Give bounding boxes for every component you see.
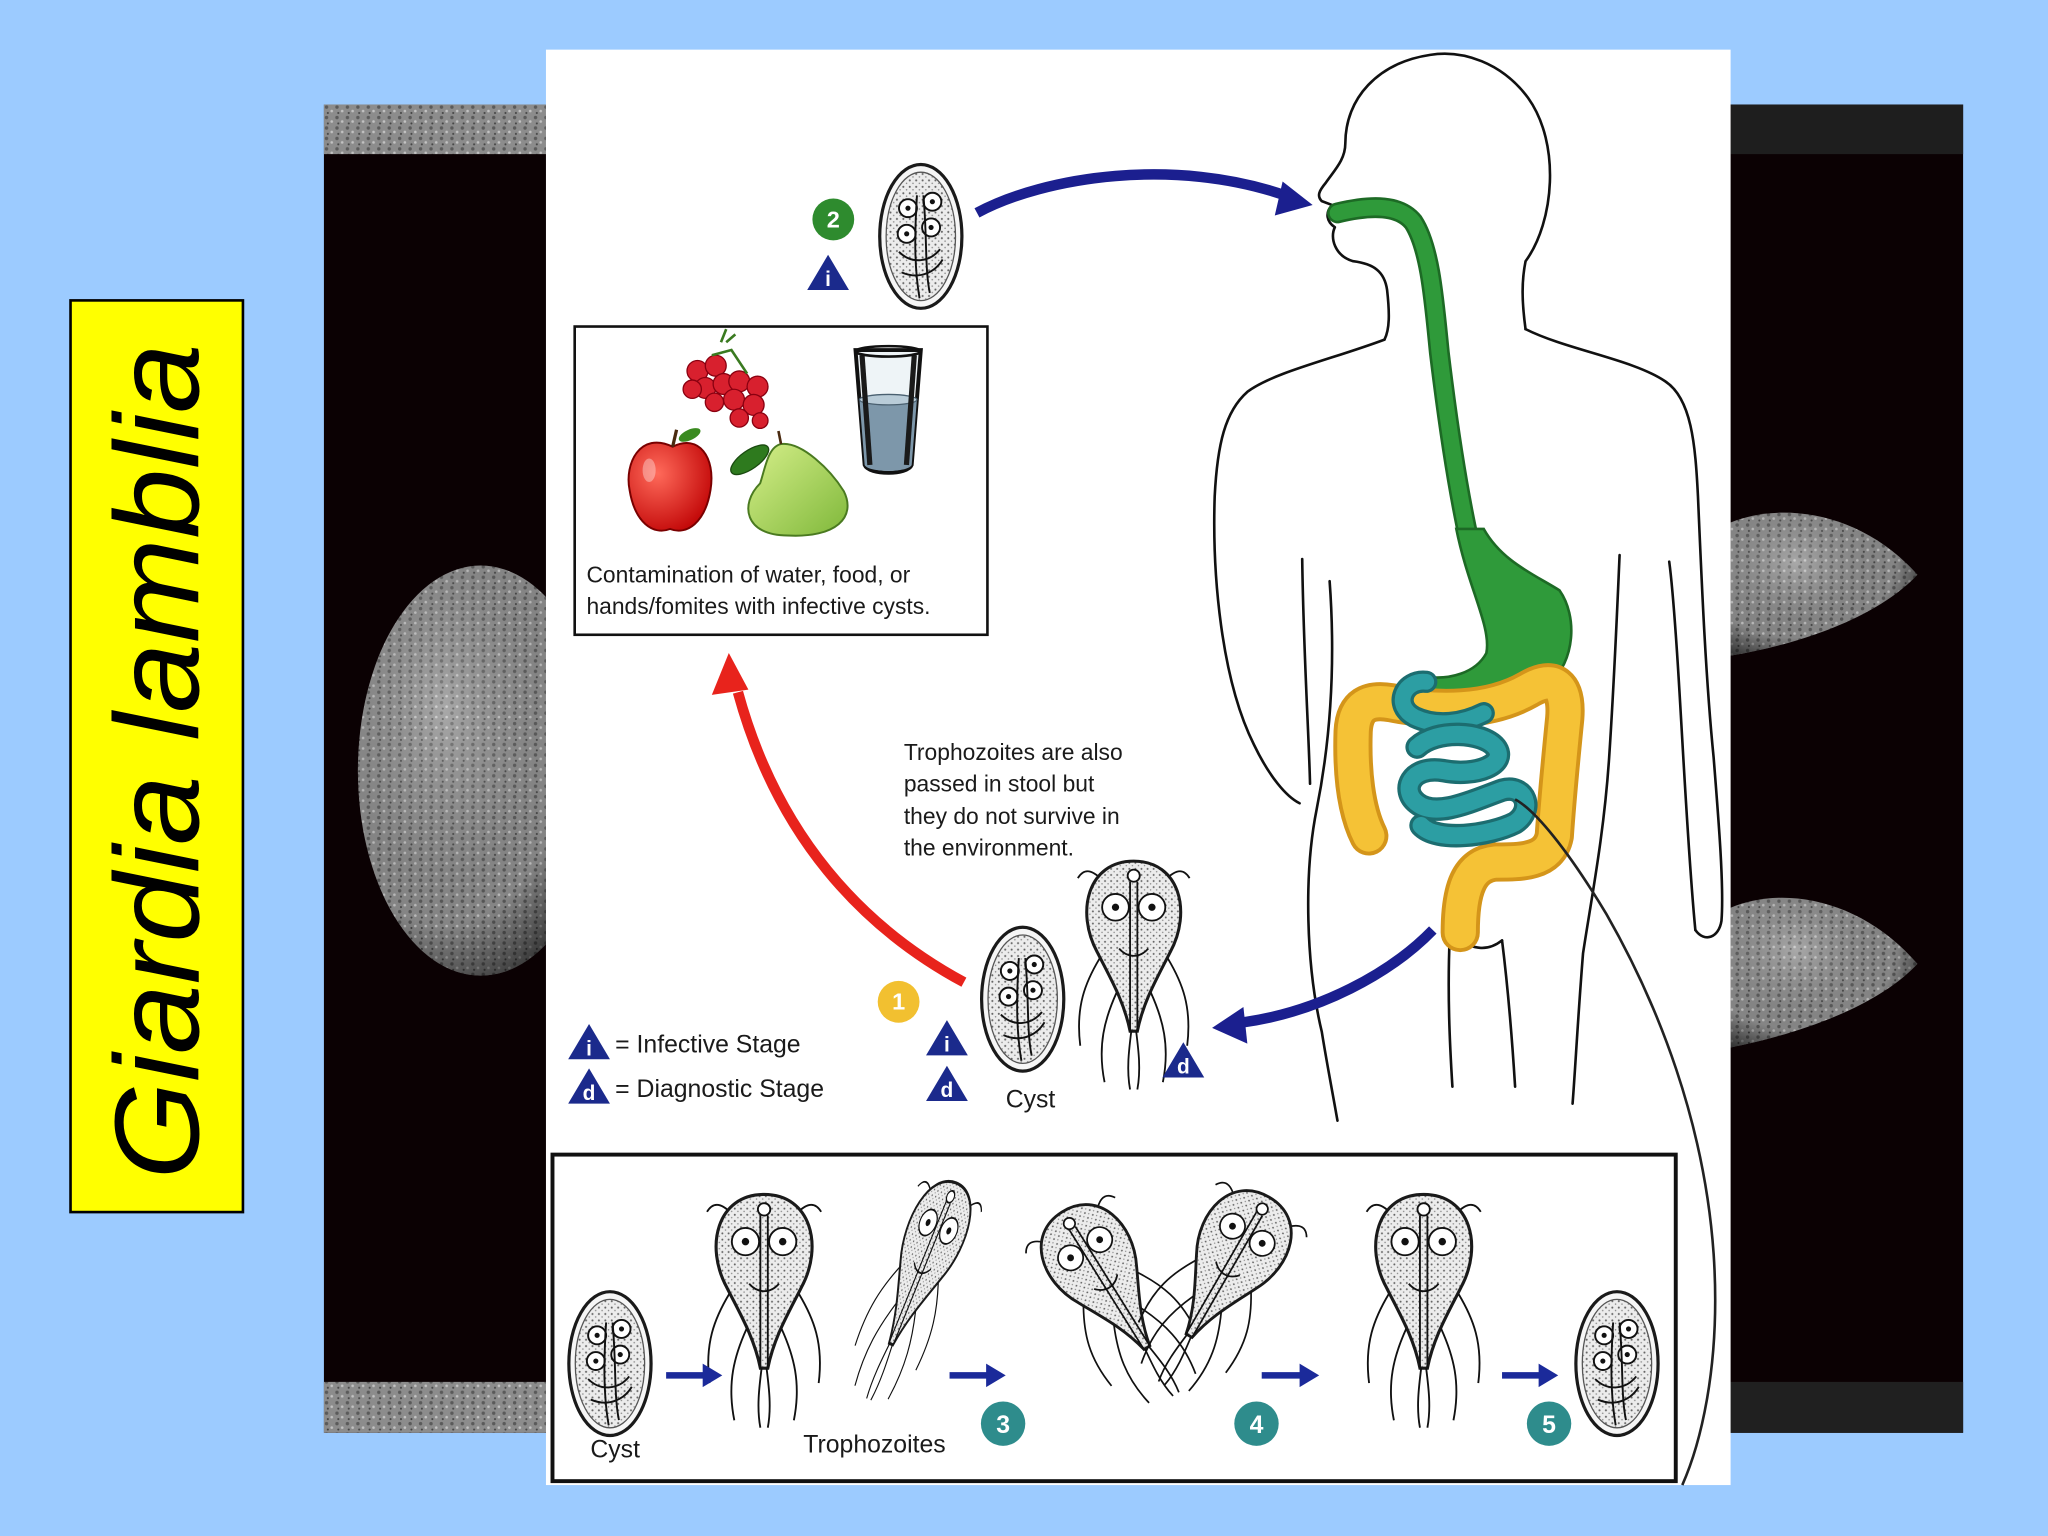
pear-icon bbox=[730, 430, 849, 537]
inset-cyst-excysting bbox=[567, 1290, 653, 1438]
intestine-to-inset-line bbox=[1514, 798, 1717, 1486]
sem-trophozoite-lower-shading bbox=[1730, 897, 1918, 1048]
digestive-tract bbox=[1327, 197, 1585, 953]
inset-arrow-2 bbox=[949, 1363, 1006, 1388]
stool-cyst-label: Cyst bbox=[1006, 1087, 1056, 1114]
contamination-text-line-2: hands/fomites with infective cysts. bbox=[586, 593, 930, 619]
trophozoite-note-line-1: Trophozoites are also bbox=[904, 739, 1123, 765]
sem-trophozoite-upper-shading bbox=[1730, 512, 1918, 656]
ingestion-arrowhead bbox=[1274, 181, 1313, 216]
water-glass-icon bbox=[853, 344, 923, 475]
excretion-arrow bbox=[1212, 926, 1437, 1044]
stage-3-number: 3 bbox=[996, 1412, 1010, 1439]
inset-arrow-1 bbox=[666, 1363, 723, 1388]
stage-1-infective-symbol: i bbox=[944, 1033, 950, 1056]
human-host-silhouette bbox=[1212, 52, 1724, 1122]
sem-cyst-shading bbox=[357, 565, 604, 976]
right-leg-outline bbox=[1500, 939, 1517, 1088]
stage-2-infective-triangle bbox=[807, 254, 849, 290]
stage-2-marker bbox=[812, 198, 855, 241]
micrograph-strip-bottom-left bbox=[323, 1381, 549, 1433]
legend-diagnostic-triangle bbox=[568, 1068, 610, 1104]
right-inner-arm-outline bbox=[1667, 560, 1697, 932]
micrograph-strip-top-right bbox=[1730, 104, 1964, 155]
head-outline bbox=[1317, 52, 1552, 341]
stool-cyst-drawing bbox=[979, 925, 1066, 1073]
contamination-arrow bbox=[711, 653, 967, 987]
excretion-arrowhead bbox=[1212, 1007, 1248, 1044]
contamination-arrow-shaft bbox=[732, 690, 967, 987]
stage-1-marker bbox=[877, 980, 920, 1023]
ingested-cyst-drawing bbox=[878, 162, 964, 310]
trophozoite-note-line-3: they do not survive in bbox=[904, 803, 1120, 829]
inset-trophozoites-label: Trophozoites bbox=[803, 1431, 945, 1458]
right-arm-outline bbox=[1524, 327, 1724, 939]
micrograph-strip-bottom-right bbox=[1730, 1381, 1964, 1433]
slide-title: Giardia lamblia bbox=[91, 344, 225, 1180]
stage-3-marker bbox=[980, 1401, 1026, 1446]
stage-2-number: 2 bbox=[827, 206, 840, 232]
stage-1-number: 1 bbox=[892, 989, 905, 1015]
duodenum bbox=[1394, 673, 1492, 732]
excretion-arrow-shaft bbox=[1240, 926, 1437, 1028]
stage-4-number: 4 bbox=[1250, 1412, 1264, 1439]
legend-diagnostic-label: = Diagnostic Stage bbox=[615, 1076, 824, 1103]
esophagus bbox=[1329, 199, 1478, 550]
stage-1-infective-triangle bbox=[926, 1020, 968, 1056]
intestinal-stages-inset: 3 4 5 Cyst Trophozoites bbox=[550, 1152, 1678, 1484]
inset-cyst-formed bbox=[1574, 1290, 1660, 1438]
contamination-arrowhead bbox=[711, 653, 749, 695]
legend-infective-label: = Infective Stage bbox=[615, 1032, 800, 1059]
colon bbox=[1337, 667, 1581, 949]
stage-1-diagnostic-triangle bbox=[926, 1065, 968, 1102]
legend-diagnostic-symbol: d bbox=[583, 1082, 596, 1105]
contamination-text-line-1: Contamination of water, food, or bbox=[586, 562, 910, 588]
right-torso-outline bbox=[1571, 553, 1621, 1105]
raspberries-icon bbox=[682, 328, 769, 430]
trophozoite-diagnostic-symbol: d bbox=[1177, 1056, 1190, 1079]
stage-1-diagnostic-symbol: d bbox=[941, 1079, 954, 1102]
micrograph-strip-top-left bbox=[323, 104, 549, 155]
contamination-box: Contamination of water, food, or hands/f… bbox=[573, 325, 989, 637]
left-inner-arm-outline bbox=[1300, 557, 1312, 785]
title-label-box bbox=[69, 299, 245, 1214]
small-intestine bbox=[1400, 725, 1535, 845]
ingestion-arrow-shaft bbox=[974, 169, 1289, 218]
legend-infective-triangle bbox=[568, 1024, 610, 1060]
stage-2-infective-symbol: i bbox=[825, 268, 831, 291]
ingestion-arrow bbox=[974, 169, 1313, 218]
left-leg-outline bbox=[1447, 933, 1454, 1088]
left-arm-outline bbox=[1212, 338, 1386, 805]
trophozoite-note-line-4: the environment. bbox=[904, 835, 1074, 861]
stage-4-marker bbox=[1234, 1401, 1279, 1446]
trophozoite-note-line-2: passed in stool but bbox=[904, 771, 1095, 797]
stage-5-marker bbox=[1526, 1401, 1572, 1446]
apple-icon bbox=[627, 428, 713, 532]
inset-cyst-label: Cyst bbox=[590, 1437, 640, 1464]
inset-arrow-3 bbox=[1261, 1363, 1320, 1388]
trophozoite-diagnostic-triangle bbox=[1162, 1042, 1205, 1078]
left-torso-outline bbox=[1306, 579, 1339, 1122]
inset-arrow-4 bbox=[1502, 1363, 1559, 1388]
legend-infective-symbol: i bbox=[586, 1037, 592, 1060]
stage-5-number: 5 bbox=[1542, 1412, 1556, 1439]
stage-legend: i = Infective Stage d = Diagnostic Stage bbox=[568, 1024, 824, 1105]
